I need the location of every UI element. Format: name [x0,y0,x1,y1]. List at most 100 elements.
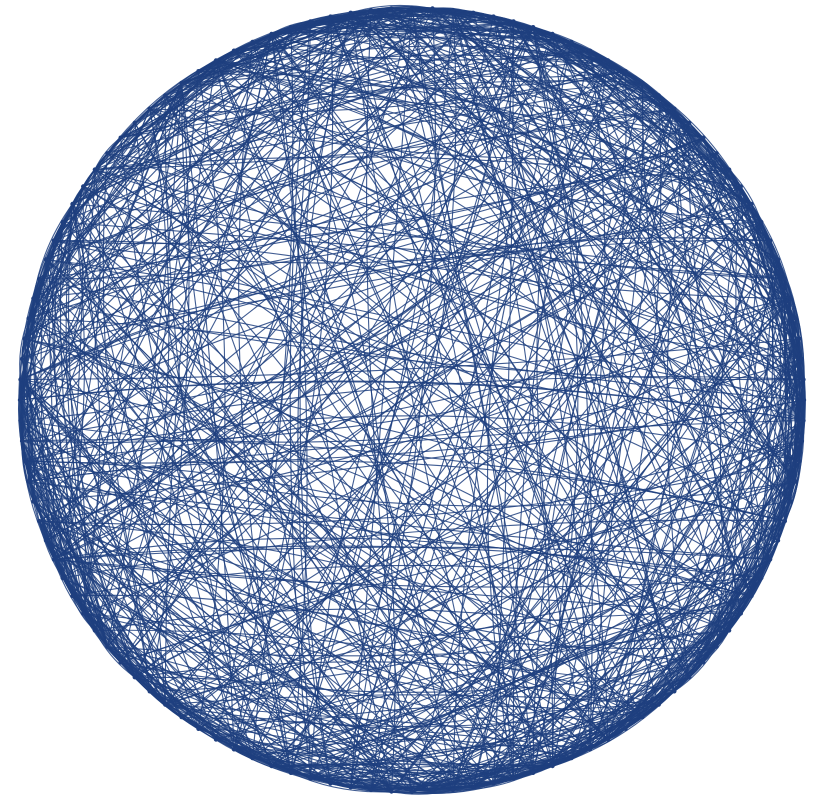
node [250,756,254,760]
node [163,702,167,706]
node [550,32,554,36]
node [269,764,273,768]
node [491,14,495,18]
node [739,184,743,188]
node [714,151,718,155]
node [214,737,218,741]
node [196,727,200,731]
node [232,49,236,53]
node [179,81,183,85]
node [471,785,475,789]
node [70,594,74,598]
node [802,398,806,402]
node [52,238,56,242]
node [349,785,353,789]
node [491,781,495,785]
node [105,151,109,155]
node [640,715,644,719]
node [119,136,123,140]
node [569,40,573,44]
node [430,789,434,793]
node [801,377,805,381]
node [179,715,183,719]
node [531,25,535,29]
node [701,136,705,140]
node [759,220,763,224]
node [749,594,753,598]
node [788,296,792,300]
node [471,11,475,15]
node [389,789,393,793]
node [800,439,804,443]
node [196,69,200,73]
node [606,58,610,62]
node [369,8,373,12]
node [701,660,705,664]
node [793,479,797,483]
node [18,418,22,422]
node [759,576,763,580]
node [623,727,627,731]
node [727,167,731,171]
node [657,702,661,706]
node [389,6,393,10]
node [61,576,65,580]
node [148,689,152,693]
node [569,756,573,760]
node [657,93,661,97]
node [588,49,592,53]
node [214,58,218,62]
node [26,316,30,320]
node [588,747,592,751]
node [511,776,515,780]
node [61,220,65,224]
node [783,277,787,281]
node [451,788,455,792]
node [70,202,74,206]
node [451,8,455,12]
node [776,257,780,261]
node [768,238,772,242]
node [550,764,554,768]
node [26,479,30,483]
node [37,519,41,523]
node [23,459,27,463]
node [606,737,610,741]
node [623,69,627,73]
edge [25,339,150,692]
node [714,645,718,649]
node [148,107,152,111]
node [800,357,804,361]
edge [514,21,805,400]
node [18,398,22,402]
node [793,316,797,320]
node [687,675,691,679]
node [640,81,644,85]
node [269,32,273,36]
node [44,538,48,542]
node [410,6,414,10]
node [739,611,743,615]
node [672,107,676,111]
node [52,557,56,561]
node [749,202,753,206]
node [531,771,535,775]
node [308,776,312,780]
node [20,439,24,443]
node [672,689,676,693]
node [289,25,293,29]
node [20,357,24,361]
node [687,121,691,125]
node [328,14,332,18]
node [797,337,801,341]
node [37,277,41,281]
node [81,611,85,615]
node [511,19,515,23]
node [93,167,97,171]
node [119,660,123,664]
node [797,459,801,463]
node [783,519,787,523]
node [410,790,414,794]
node [18,377,22,381]
